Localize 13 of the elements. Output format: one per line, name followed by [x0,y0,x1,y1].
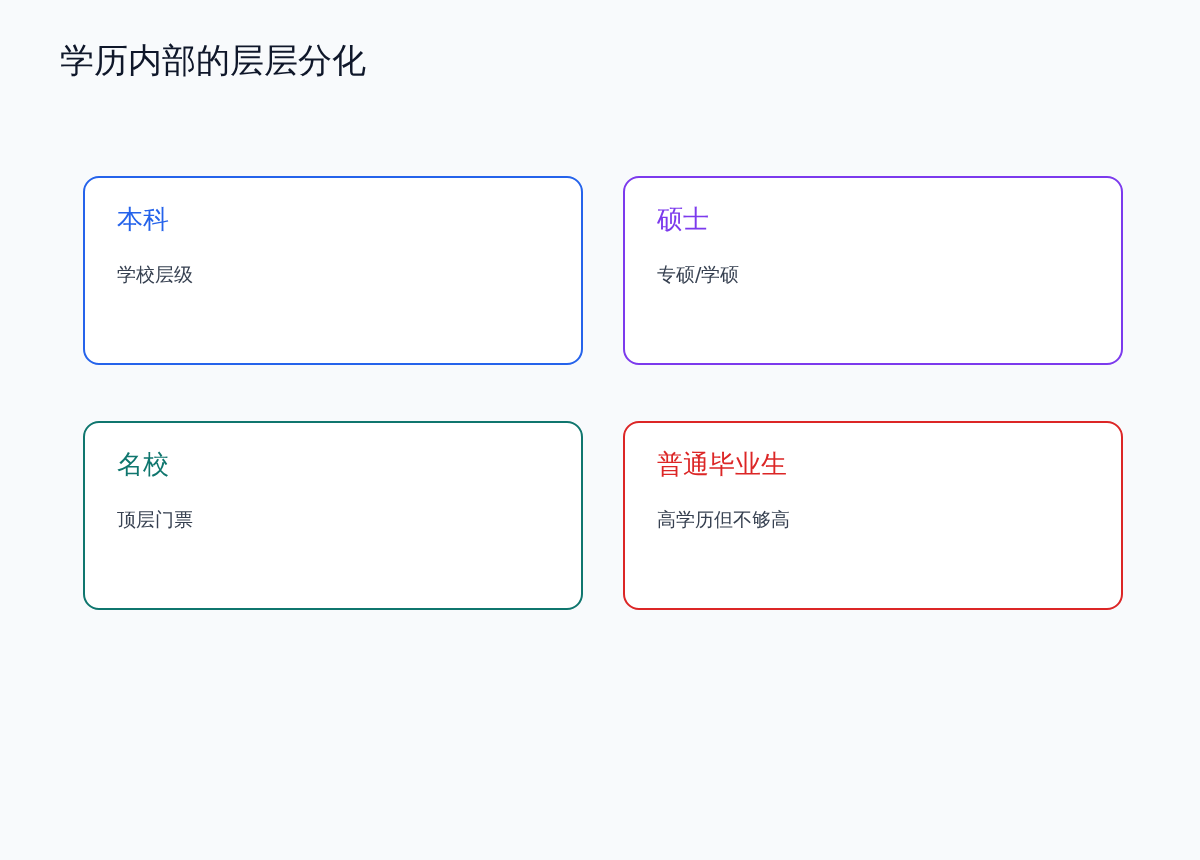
category-card [623,176,1123,365]
card-description: 顶层门票 [117,507,193,532]
card-description: 专硕/学硕 [657,262,740,287]
card-heading: 普通毕业生 [657,449,787,481]
category-card [83,176,583,365]
card-description: 学校层级 [117,262,193,287]
diagram-title: 学历内部的层层分化 [60,40,366,81]
card-heading: 名校 [117,449,169,481]
category-card [83,421,583,610]
category-card [623,421,1123,610]
card-heading: 硕士 [657,204,709,236]
card-heading: 本科 [117,204,169,236]
card-description: 高学历但不够高 [657,507,790,532]
